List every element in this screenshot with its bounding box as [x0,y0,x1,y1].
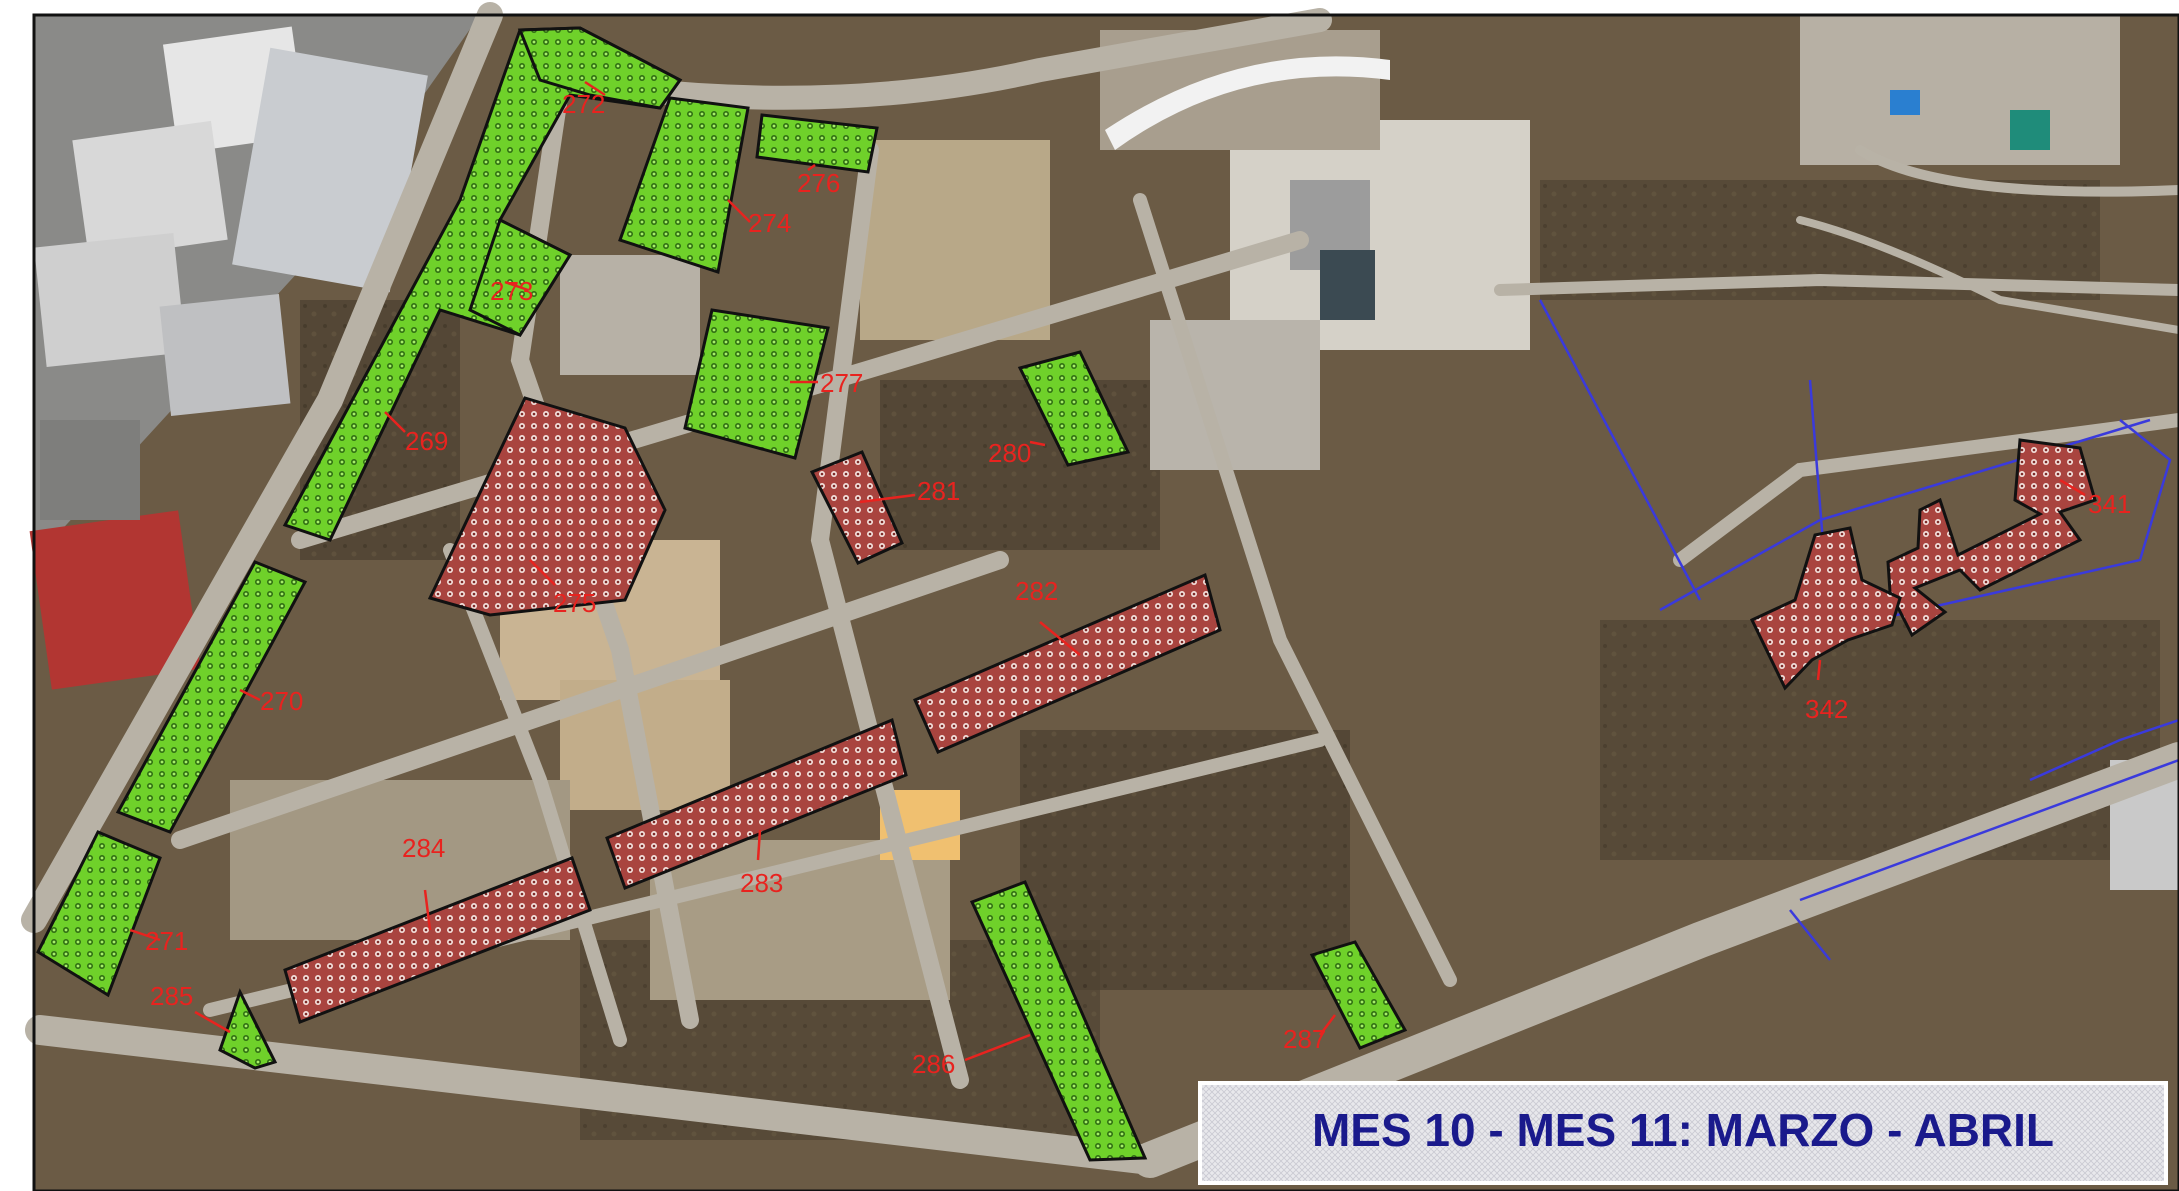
plot-276 [755,113,879,174]
plot-label-283: 283 [740,868,783,898]
plot-271 [36,830,162,998]
plot-282 [913,572,1222,754]
plot-label-285: 285 [150,981,193,1011]
plot-label-342: 342 [1805,694,1848,724]
plot-287 [1309,940,1408,1050]
plot-286 [969,880,1148,1162]
plot-label-284: 284 [402,833,445,863]
plot-labels: 269 270 271 272 273 274 275 276 277 280 … [145,89,2131,1079]
map-border [32,13,2179,1191]
plot-284 [283,856,592,1024]
plot-label-270: 270 [260,686,303,716]
plot-280 [1017,350,1131,467]
plot-277 [683,308,830,460]
plot-273 [468,217,573,337]
plot-label-272: 272 [562,89,605,119]
plot-label-286: 286 [912,1049,955,1079]
plot-270 [115,560,308,834]
plot-label-274: 274 [748,208,791,238]
plot-label-276: 276 [797,168,840,198]
caption-box: MES 10 - MES 11: MARZO - ABRIL [1198,1081,2168,1185]
plot-341 [1886,438,2097,638]
plot-label-271: 271 [145,926,188,956]
plot-label-341: 341 [2088,489,2131,519]
plot-label-273: 273 [490,276,533,306]
plot-label-275: 275 [553,588,596,618]
plot-label-280: 280 [988,438,1031,468]
leader-lines [129,80,2086,1062]
plot-283 [605,717,908,890]
caption-title: MES 10 - MES 11: MARZO - ABRIL [1312,1104,2054,1156]
plot-281 [809,450,904,565]
plot-275 [427,396,667,617]
plot-label-287: 287 [1283,1024,1326,1054]
plot-label-281: 281 [917,476,960,506]
plot-label-282: 282 [1015,576,1058,606]
plot-272 [517,26,683,110]
plot-342 [1749,526,1902,691]
plot-274 [618,96,750,274]
plots-layer [36,26,2097,1162]
plot-label-277: 277 [820,368,863,398]
plot-label-269: 269 [405,426,448,456]
